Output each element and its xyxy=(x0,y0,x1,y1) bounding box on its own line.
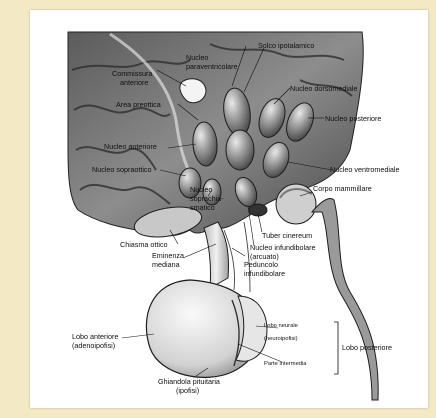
label-peduncolo-2: infundibolare xyxy=(244,269,285,278)
label-ghiandola-1: Ghiandola pituitaria xyxy=(158,377,220,386)
posterior-tract xyxy=(312,199,378,401)
label-lobo-posteriore: Lobo posteriore xyxy=(342,343,392,352)
label-eminenza-1: Eminenza xyxy=(152,251,184,260)
label-chiasma-ottico: Chiasma ottico xyxy=(120,240,168,249)
label-lobo-anteriore-2: (adenoipofisi) xyxy=(72,341,115,350)
label-paraventricolare-2: paraventricolare xyxy=(186,62,238,71)
label-nucleo-anteriore: Nucleo anteriore xyxy=(104,142,157,151)
label-lobo-neurale-2: (neuroipofisi) xyxy=(264,336,298,342)
label-paraventricolare-1: Nucleo xyxy=(186,53,208,62)
label-solco-ipotalamico: Solco ipotalamico xyxy=(258,41,314,50)
lobo-posteriore-bracket xyxy=(334,322,338,374)
label-nucleo-ventromediale: Nucleo ventromediale xyxy=(330,165,400,174)
label-lobo-neurale-1: Lobo neurale xyxy=(264,323,298,329)
label-ghiandola-2: (ipofisi) xyxy=(176,386,199,395)
label-parte-intermedia: Parte intermedia xyxy=(264,361,307,367)
label-tuber-cinereum: Tuber cinereum xyxy=(262,231,312,240)
label-soprachiasmatico-3: smatico xyxy=(190,203,215,212)
label-soprachiasmatico-1: Nucleo xyxy=(190,185,212,194)
label-nucleo-dorsomediale: Nucleo dorsomediale xyxy=(290,84,358,93)
label-nucleo-sopraottico: Nucleo sopraottico xyxy=(92,165,152,174)
label-commissura-1: Commissura xyxy=(112,69,152,78)
label-area-preottica: Area preottica xyxy=(116,100,161,109)
nucleo-medio-shape xyxy=(226,130,254,170)
label-corpo-mammillare: Corpo mammillare xyxy=(313,184,372,193)
label-peduncolo-1: Peduncolo xyxy=(244,260,278,269)
label-lobo-anteriore-1: Lobo anteriore xyxy=(72,332,118,341)
label-commissura-2: anteriore xyxy=(120,78,148,87)
label-infundibolare-1: Nucleo infundibolare xyxy=(250,243,316,252)
label-eminenza-2: mediana xyxy=(152,260,180,269)
label-soprachiasmatico-2: soprachia- xyxy=(190,194,224,203)
label-nucleo-posteriore: Nucleo posteriore xyxy=(325,114,381,123)
